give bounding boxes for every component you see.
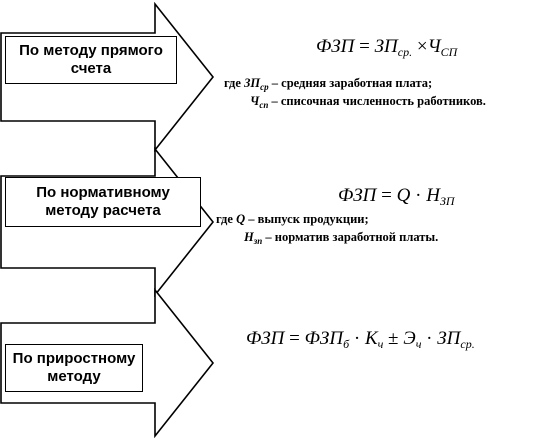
- formula-subscript: ср.: [460, 337, 475, 351]
- formula-subscript: ч: [377, 337, 384, 351]
- method-label-direct: По методу прямого счета: [5, 36, 177, 84]
- formula-term: ФЗП: [304, 328, 344, 349]
- formula-lhs: ФЗП: [338, 185, 377, 206]
- formula-subscript: б: [343, 337, 350, 351]
- note-line: Нзп – норматив заработной платы.: [244, 230, 438, 246]
- note-prefix: где: [224, 76, 245, 90]
- note-subscript: ср: [260, 82, 269, 92]
- formula-equals: =: [381, 185, 392, 206]
- formula-term: Н: [426, 185, 440, 206]
- note-symbol: Q: [236, 212, 246, 226]
- formula-normative: ФЗП = Q · НЗП: [338, 185, 455, 209]
- formula-operator: ·: [426, 328, 433, 349]
- formula-lhs: ФЗП: [246, 328, 285, 349]
- formula-incremental: ФЗП = ФЗПб · Кч ± Эч · ЗПср.: [246, 328, 475, 352]
- formula-equals: =: [359, 36, 370, 57]
- formula-term: Э: [403, 328, 416, 349]
- formula-term: Q: [396, 185, 411, 206]
- note-text: – списочная численность работников.: [268, 94, 486, 108]
- note-text: – норматив заработной платы.: [262, 230, 439, 244]
- note-prefix: где: [216, 212, 237, 226]
- note-symbol: Ч: [250, 94, 260, 108]
- formula-equals: =: [289, 328, 300, 349]
- formula-term: Ч: [427, 36, 441, 57]
- note-subscript: зп: [253, 236, 263, 246]
- note-line: Чсп – списочная численность работников.: [250, 94, 486, 110]
- formula-operator: ×: [416, 36, 428, 57]
- formula-direct: ФЗП = ЗПср. ×ЧСП: [316, 36, 457, 60]
- note-text: – выпуск продукции;: [245, 212, 369, 226]
- formula-subscript: СП: [440, 45, 458, 59]
- formula-subscript: ЗП: [439, 194, 455, 208]
- formula-lhs: ФЗП: [316, 36, 355, 57]
- method-label-incremental: По приростному методу: [5, 344, 143, 392]
- formula-operator: ·: [353, 328, 361, 349]
- note-subscript: сп: [259, 100, 269, 110]
- note-line: где Q – выпуск продукции;: [216, 212, 369, 227]
- note-symbol: ЗП: [244, 76, 261, 90]
- note-text: – средняя заработная плата;: [268, 76, 433, 90]
- formula-operator: ·: [415, 185, 422, 206]
- formula-operator: ±: [388, 328, 399, 349]
- formula-term: ЗП: [374, 36, 398, 57]
- formula-term: ЗП: [437, 328, 461, 349]
- formula-subscript: ср.: [397, 45, 413, 59]
- note-line: где ЗПср – средняя заработная плата;: [224, 76, 432, 92]
- formula-term: К: [364, 328, 378, 349]
- formula-subscript: ч: [415, 337, 422, 351]
- method-label-normative: По нормативному методу расчета: [5, 177, 201, 227]
- note-symbol: Н: [244, 230, 254, 244]
